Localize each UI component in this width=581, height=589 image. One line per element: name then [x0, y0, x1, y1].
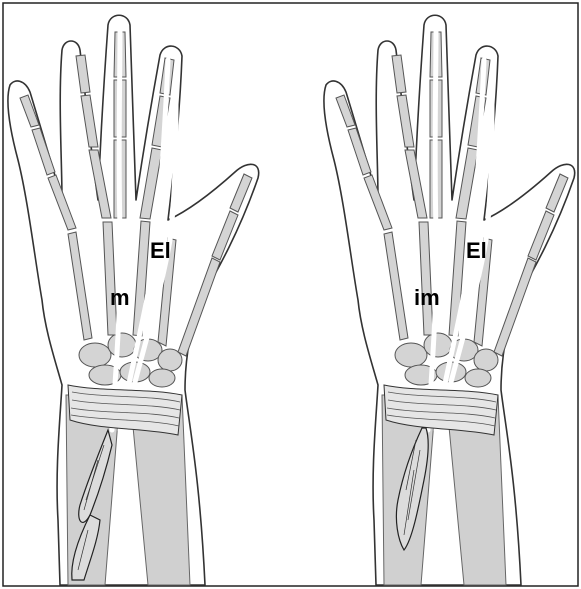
left-hand-drawing — [8, 15, 259, 585]
right-hand-drawing — [324, 15, 575, 585]
right-label-muscle: im — [414, 285, 440, 310]
left-label-muscle: m — [110, 285, 130, 310]
right-label-el: El — [466, 238, 487, 263]
left-hand-panel: El m — [8, 15, 259, 585]
left-label-el: El — [150, 238, 171, 263]
right-hand-panel: El im — [324, 15, 575, 585]
